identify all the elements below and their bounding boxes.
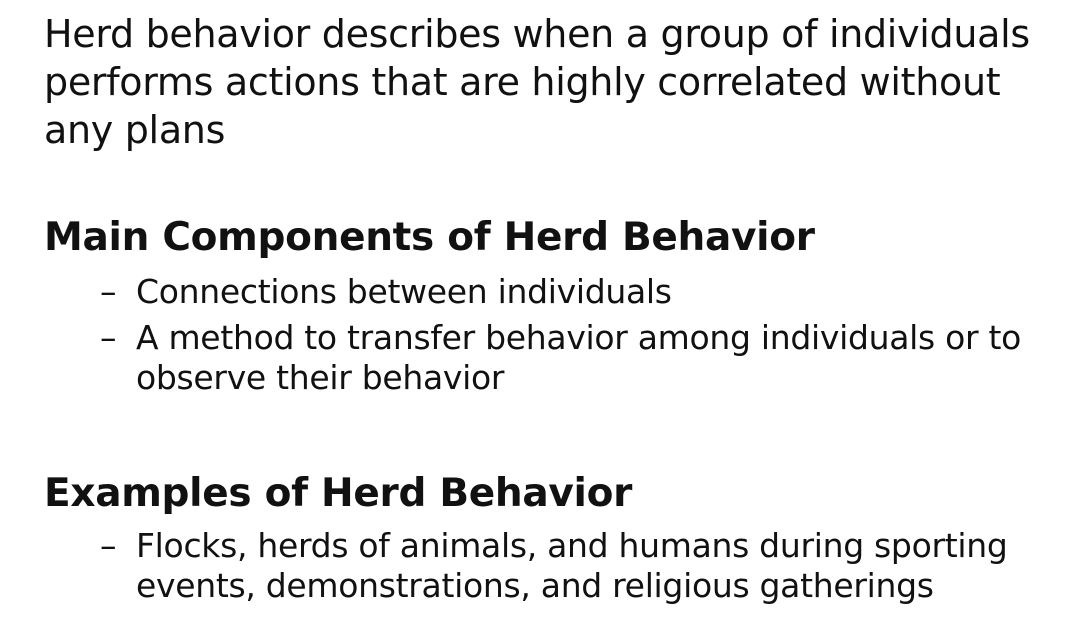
intro-paragraph: Herd behavior describes when a group of …	[44, 12, 1030, 152]
list-item: – A method to transfer behavior among in…	[100, 318, 1070, 398]
examples-list: – Flocks, herds of animals, and humans d…	[100, 526, 1070, 612]
list-item: – Flocks, herds of animals, and humans d…	[100, 526, 1070, 606]
list-item-text: Connections between individuals	[136, 272, 672, 311]
list-item-text: Flocks, herds of animals, and humans dur…	[136, 526, 1008, 605]
main-components-list: – Connections between individuals – A me…	[100, 272, 1070, 404]
bullet-dash: –	[100, 318, 117, 357]
section-heading-examples: Examples of Herd Behavior	[44, 471, 633, 516]
bullet-dash: –	[100, 526, 117, 565]
bullet-dash: –	[100, 272, 117, 311]
list-item: – Connections between individuals	[100, 272, 1070, 312]
list-item-text: A method to transfer behavior among indi…	[136, 318, 1021, 397]
section-heading-main-components: Main Components of Herd Behavior	[44, 215, 815, 260]
